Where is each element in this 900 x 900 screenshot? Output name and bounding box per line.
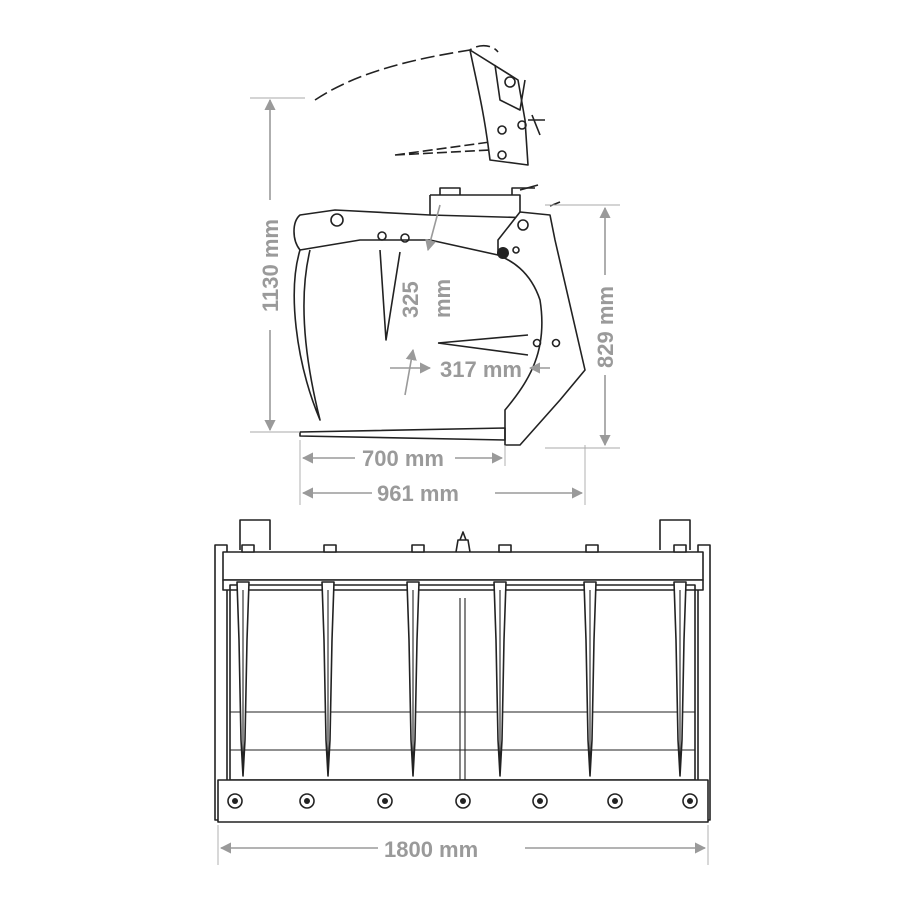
closed-grapple-side-view <box>293 184 586 446</box>
nut <box>411 544 425 553</box>
dimension-700: 700 mm <box>362 446 444 471</box>
bolt <box>299 793 315 809</box>
nut <box>585 544 599 553</box>
nut <box>241 544 255 553</box>
open-grapple-side-view <box>314 44 545 166</box>
nut <box>323 544 337 553</box>
nut <box>498 544 512 553</box>
bolt <box>227 793 243 809</box>
bolt <box>607 793 623 809</box>
dimension-317: 317 mm <box>440 357 522 382</box>
dimension-325: 325 <box>398 281 423 318</box>
dimension-1130: 1130 mm <box>258 219 283 312</box>
dimension-lines <box>217 97 709 865</box>
bolt <box>455 793 471 809</box>
dimension-961: 961 mm <box>377 481 459 506</box>
dimension-325-unit: mm <box>430 279 455 318</box>
bolt <box>682 793 698 809</box>
bolt <box>377 793 393 809</box>
nut <box>673 544 687 553</box>
dimension-1800: 1800 mm <box>384 837 478 862</box>
dimension-829: 829 mm <box>593 286 618 368</box>
bolt <box>532 793 548 809</box>
grapple-front-view <box>214 519 711 823</box>
